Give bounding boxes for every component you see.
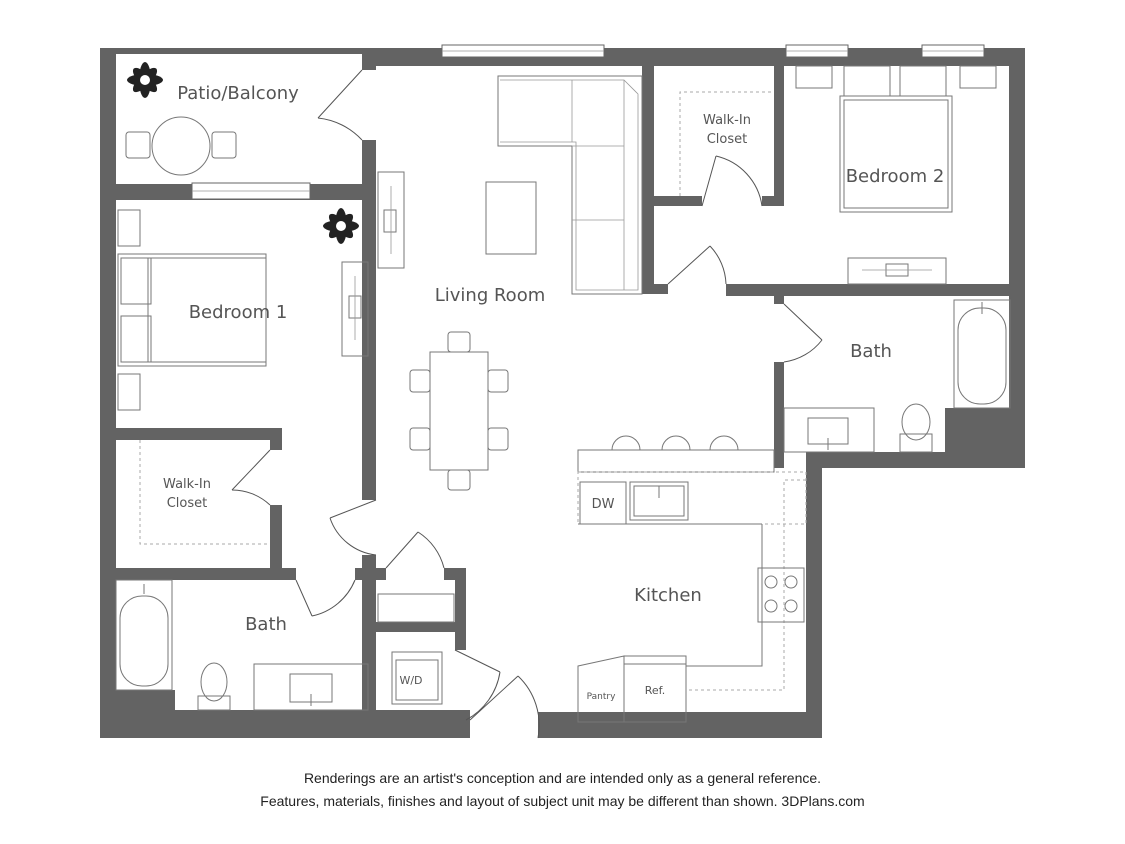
kitchen-island [577,435,807,525]
pantry-label: Pantry [587,692,616,702]
doors [231,69,823,739]
bedroom2-dresser [847,257,947,285]
washer-dryer [391,651,443,705]
closet1-label-line2: Closet [167,496,208,511]
patio-label: Patio/Balcony [177,83,299,104]
bath1-vanity [253,663,369,711]
plant-icon [127,62,163,98]
exterior-walls [100,48,1025,738]
nightstand [117,373,141,411]
closet2-label-line1: Walk-In [703,113,751,128]
kitchen-label: Kitchen [634,585,702,606]
dining-table [409,331,509,491]
linen-closet-shelf [377,593,455,623]
plant-icon [323,208,359,244]
disclaimer-line-2: Features, materials, finishes and layout… [260,793,865,809]
stove [757,567,805,623]
bath1-tub [115,579,173,691]
windows [191,44,985,200]
closet1-shelf [139,440,270,545]
nightstand [117,209,141,247]
room-labels: Patio/Balcony Bedroom 1 Bedroom 2 Living… [163,83,944,702]
kitchen-sink [629,481,689,521]
dishwasher-label: DW [592,497,615,512]
disclaimer-line-1: Renderings are an artist's conception an… [303,770,822,786]
living-room-label: Living Room [435,285,546,306]
bath2-toilet [899,403,933,453]
washer-dryer-label: W/D [399,674,422,687]
bath1-label: Bath [245,614,287,635]
patio-table-set [125,116,237,176]
bedroom2-label: Bedroom 2 [846,166,945,187]
furniture [115,62,1011,723]
refrigerator-label: Ref. [645,684,666,697]
living-media-console [377,171,405,269]
coffee-table [485,181,537,255]
bedroom1-bed [117,253,267,367]
bath1-toilet [197,662,231,711]
closet2-label-line2: Closet [707,132,748,147]
sectional-sofa [497,75,643,295]
closet2-shelf [679,91,774,196]
bath2-tub [953,299,1011,409]
refrigerator [623,655,687,723]
bedroom2-bed [795,65,997,213]
bedroom1-dresser [341,261,369,357]
bath2-label: Bath [850,341,892,362]
dishwasher [579,481,627,525]
bedroom1-label: Bedroom 1 [189,302,288,323]
bath2-vanity [783,407,875,453]
interior-walls [100,48,1025,735]
closet1-label-line1: Walk-In [163,477,211,492]
